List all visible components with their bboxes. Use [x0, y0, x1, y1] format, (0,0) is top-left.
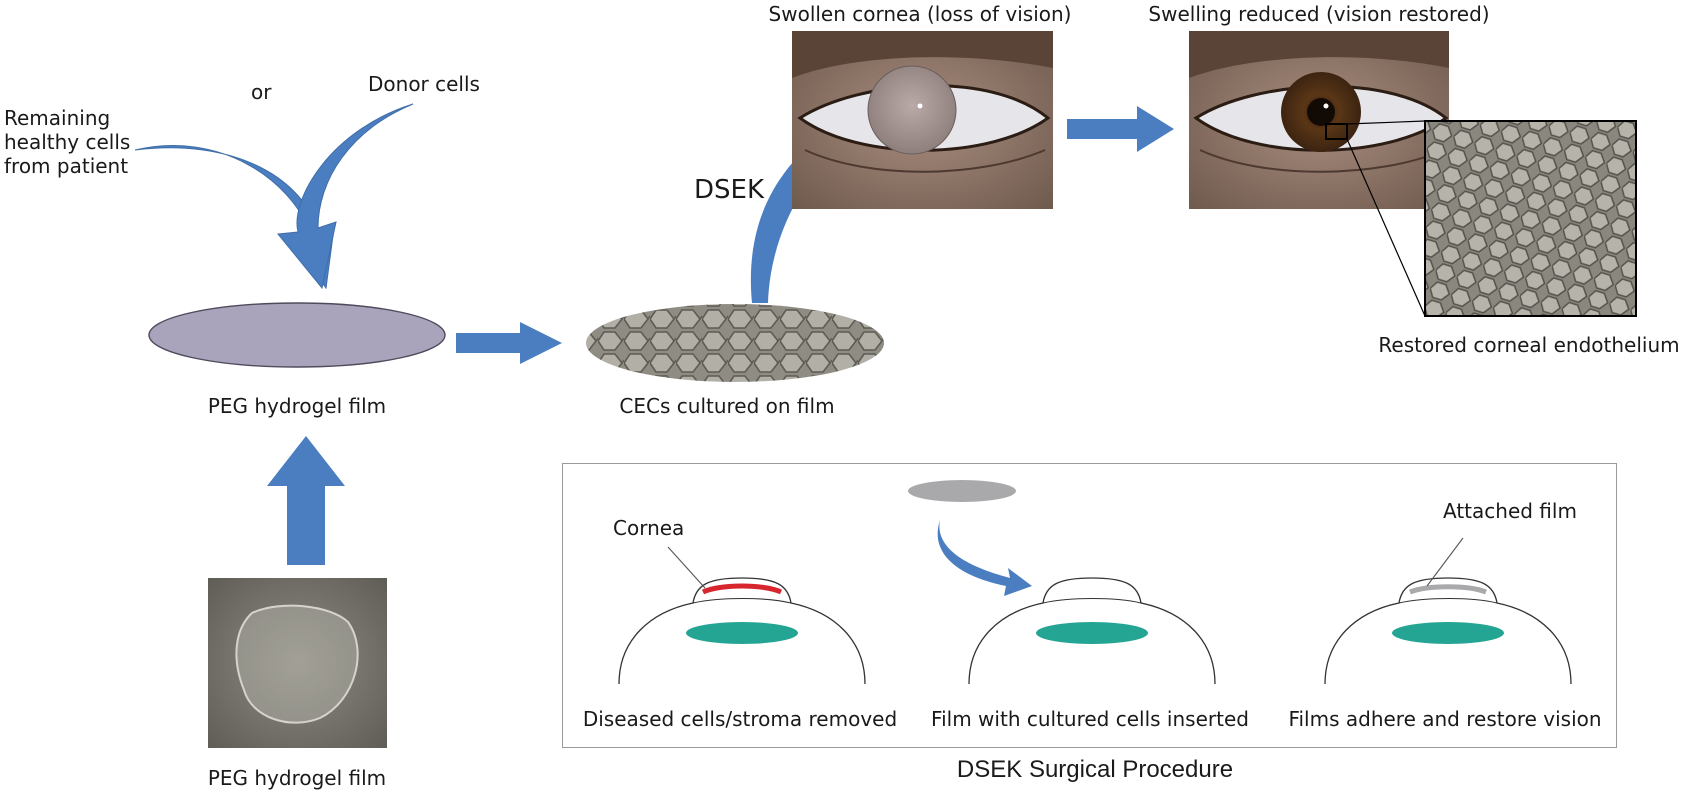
donor-cells-label: Donor cells — [368, 72, 480, 96]
restored-eye-photo — [1189, 31, 1449, 209]
removed-cornea-segment — [701, 583, 783, 595]
arrow-film-to-culture — [456, 322, 562, 364]
cec-culture-label: CECs cultured on film — [619, 394, 835, 418]
step-3-label: Films adhere and restore vision — [1288, 707, 1602, 731]
eye-diagram-1 — [618, 546, 866, 685]
peg-film-ellipse — [148, 302, 446, 368]
patient-cells-label: Remaining healthy cells from patient — [4, 106, 131, 178]
swollen-eye-photo — [792, 31, 1053, 209]
attached-film-label: Attached film — [1443, 499, 1577, 523]
arrow-swollen-to-restored — [1067, 106, 1174, 152]
peg-film-photo — [208, 578, 387, 748]
or-label: or — [251, 80, 272, 104]
step-2-label: Film with cultured cells inserted — [931, 707, 1249, 731]
surgical-procedure-panel — [562, 463, 1617, 748]
eye-diagram-3 — [1324, 537, 1572, 685]
peg-film-label: PEG hydrogel film — [207, 394, 387, 418]
attached-film-segment — [1409, 584, 1487, 595]
arrow-photo-to-film — [267, 436, 345, 565]
restored-endothelium-label: Restored corneal endothelium — [1378, 333, 1680, 357]
insert-arrow — [937, 520, 1032, 596]
zoom-marker — [1325, 123, 1348, 140]
endothelium-zoom-image — [1424, 120, 1637, 317]
dsek-label: DSEK — [694, 175, 765, 205]
zoom-line-bottom — [1346, 138, 1426, 317]
step-1-label: Diseased cells/stroma removed — [582, 707, 898, 731]
eye-diagram-2 — [968, 577, 1216, 685]
donor-cells-arrow — [277, 103, 414, 290]
insert-film-ellipse — [908, 480, 1016, 502]
patient-cells-arrow — [134, 145, 335, 290]
peg-film-photo-label: PEG hydrogel film — [207, 766, 387, 790]
swollen-cornea-label: Swollen cornea (loss of vision) — [768, 2, 1072, 26]
vision-restored-label: Swelling reduced (vision restored) — [1148, 2, 1490, 26]
surgical-procedure-title: DSEK Surgical Procedure — [956, 756, 1234, 783]
zoom-line-top — [1346, 120, 1426, 125]
cultured-film-ellipse — [586, 304, 884, 382]
cornea-label: Cornea — [613, 516, 685, 540]
